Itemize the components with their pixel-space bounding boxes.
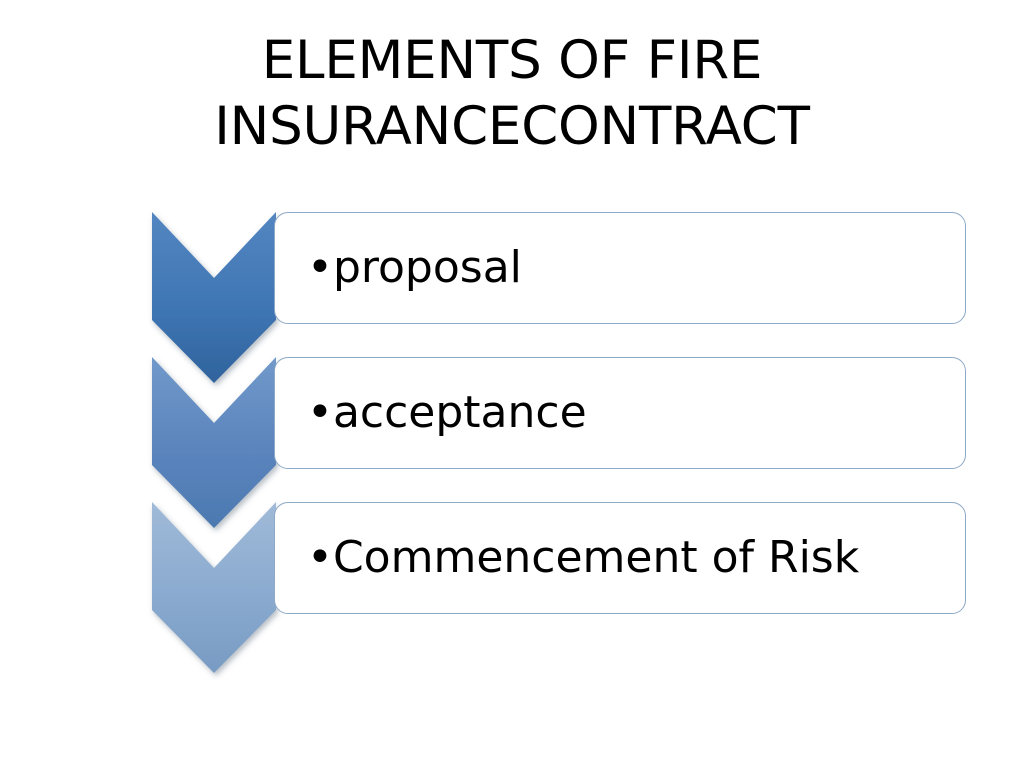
process-item-3[interactable]: •Commencement of Risk — [274, 502, 966, 614]
page-title: ELEMENTS OF FIRE INSURANCECONTRACT — [214, 30, 810, 157]
process-item-3-label: •Commencement of Risk — [307, 532, 860, 583]
chevron-arrow-group — [152, 210, 276, 680]
process-item-2[interactable]: •acceptance — [274, 357, 966, 469]
chevron-down-icon-3 — [152, 502, 276, 673]
process-item-2-label: •acceptance — [307, 387, 587, 438]
chevron-down-icon-1 — [152, 212, 276, 383]
process-item-1-label: •proposal — [307, 242, 522, 293]
chevron-down-icon-2 — [152, 357, 276, 528]
process-item-1[interactable]: •proposal — [274, 212, 966, 324]
